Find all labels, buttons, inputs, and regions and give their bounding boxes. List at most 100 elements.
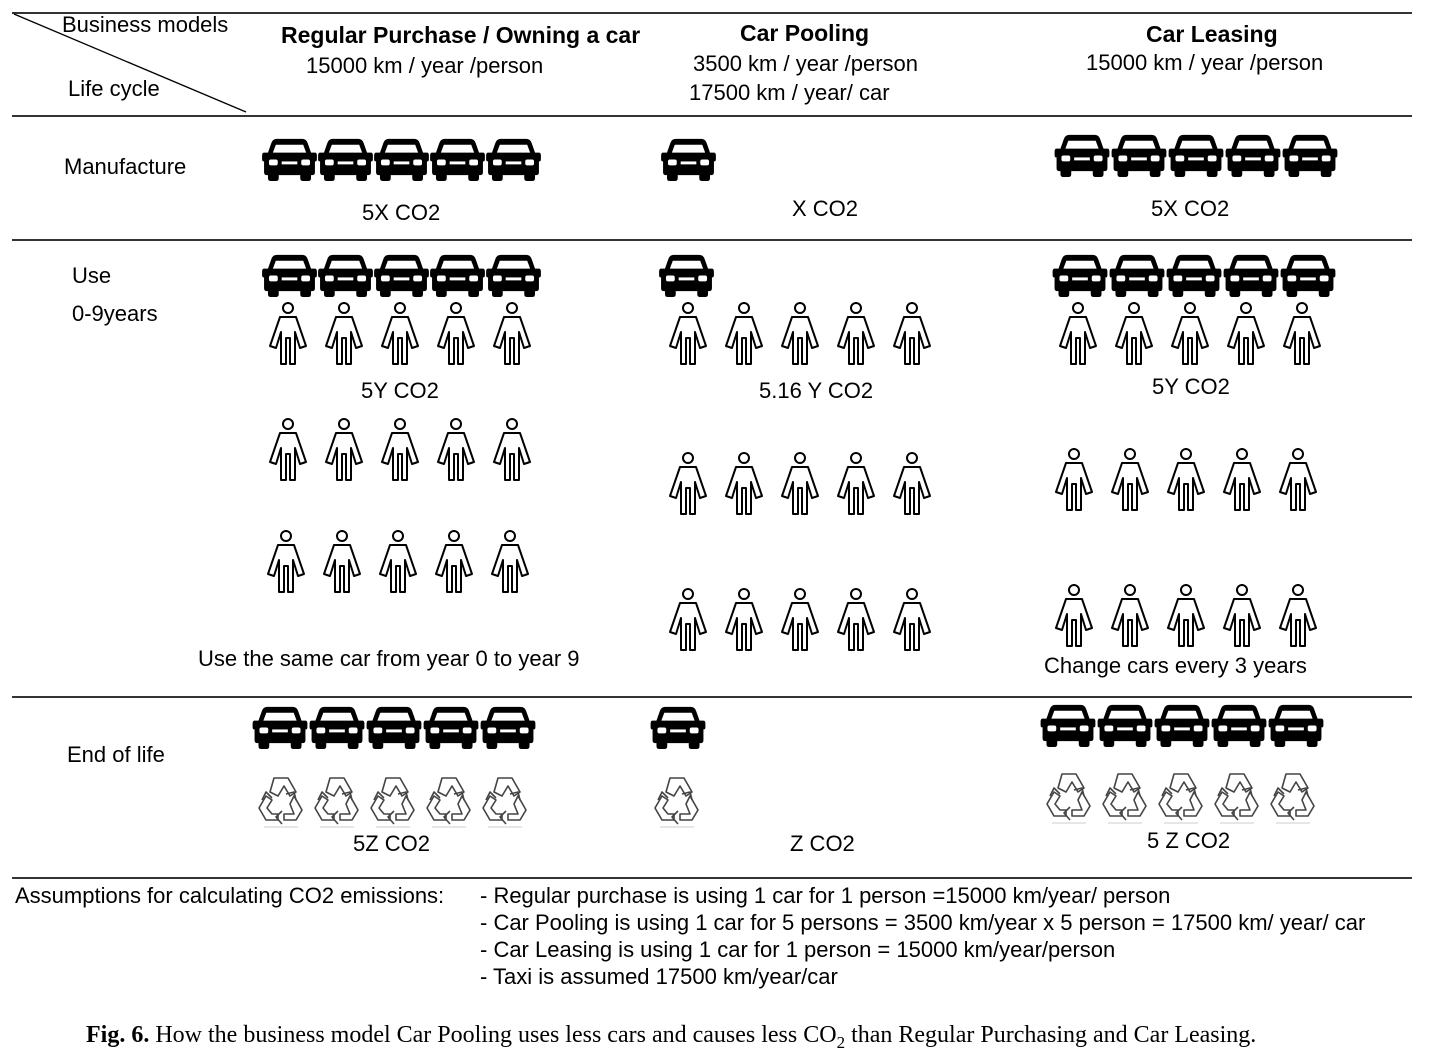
- corner-business-models: Business models: [62, 12, 229, 37]
- car-icon: [1223, 252, 1279, 297]
- car-icon: [374, 136, 429, 181]
- car-icon: [262, 252, 317, 297]
- use-rule: [12, 696, 1412, 698]
- car-icon: [1168, 132, 1224, 177]
- person-icon: [1166, 584, 1206, 648]
- person-icon: [434, 530, 474, 594]
- person-icon: [378, 530, 418, 594]
- use-people-pooling-3: [668, 588, 932, 652]
- person-icon: [1166, 448, 1206, 512]
- person-icon: [668, 452, 708, 516]
- end-value-pooling: Z CO2: [790, 831, 855, 856]
- car-icon: [1166, 252, 1222, 297]
- use-people-regular-3: [266, 530, 530, 594]
- person-icon: [436, 302, 476, 366]
- use-people-regular-2: [268, 418, 532, 482]
- car-icon: [262, 136, 317, 181]
- use-people-leasing-1: [1058, 302, 1322, 366]
- recycle-icon: [256, 772, 306, 828]
- manufacture-value-regular: 5X CO2: [362, 200, 441, 225]
- car-icon: [1211, 702, 1267, 747]
- person-icon: [1226, 302, 1266, 366]
- corner-diagonal: [13, 13, 247, 113]
- car-icon: [1154, 702, 1210, 747]
- car-icon: [658, 252, 715, 297]
- person-icon: [322, 530, 362, 594]
- person-icon: [1110, 448, 1150, 512]
- figure-caption-text: How the business model Car Pooling uses …: [155, 1022, 837, 1048]
- use-people-pooling-2: [668, 452, 932, 516]
- person-icon: [836, 302, 876, 366]
- car-icon: [318, 136, 373, 181]
- col-sub-regular: 15000 km / year /person: [306, 53, 544, 78]
- row-sublabel-use: 0-9years: [72, 301, 158, 326]
- person-icon: [836, 452, 876, 516]
- end-recycle-pooling: [652, 772, 702, 828]
- car-icon: [309, 704, 365, 749]
- person-icon: [1170, 302, 1210, 366]
- use-people-leasing-2: [1054, 448, 1318, 512]
- recycle-icon: [424, 772, 474, 828]
- car-icon: [650, 704, 706, 749]
- end-cars-regular: [252, 704, 536, 749]
- use-people-pooling-1: [668, 302, 932, 366]
- person-icon: [724, 452, 764, 516]
- person-icon: [1058, 302, 1098, 366]
- row-label-use: Use: [72, 263, 112, 288]
- person-icon: [836, 588, 876, 652]
- person-icon: [266, 530, 306, 594]
- manufacture-cars-leasing: [1054, 132, 1338, 177]
- recycle-icon: [1212, 768, 1262, 824]
- person-icon: [1278, 584, 1318, 648]
- person-icon: [268, 418, 308, 482]
- use-value-regular: 5Y CO2: [361, 378, 439, 403]
- person-icon: [324, 302, 364, 366]
- car-icon: [1052, 252, 1108, 297]
- car-icon: [1040, 702, 1096, 747]
- row-label-manufacture: Manufacture: [64, 154, 187, 179]
- col-sub-leasing: 15000 km / year /person: [1086, 50, 1324, 75]
- person-icon: [668, 588, 708, 652]
- person-icon: [724, 588, 764, 652]
- col-title-leasing: Car Leasing: [1146, 21, 1278, 47]
- car-icon: [1054, 132, 1110, 177]
- use-note-regular: Use the same car from year 0 to year 9: [198, 646, 580, 671]
- person-icon: [1054, 448, 1094, 512]
- person-icon: [1054, 584, 1094, 648]
- car-icon: [318, 252, 373, 297]
- car-icon: [660, 136, 717, 181]
- person-icon: [324, 418, 364, 482]
- assumption-item: - Car Leasing is using 1 car for 1 perso…: [480, 937, 1116, 962]
- car-icon: [374, 252, 429, 297]
- car-icon: [1109, 252, 1165, 297]
- end-value-regular: 5Z CO2: [353, 831, 431, 856]
- car-icon: [1225, 132, 1281, 177]
- car-icon: [252, 704, 308, 749]
- person-icon: [780, 452, 820, 516]
- col-title-regular: Regular Purchase / Owning a car: [281, 22, 641, 48]
- car-icon: [430, 252, 485, 297]
- use-value-leasing: 5Y CO2: [1152, 374, 1230, 399]
- recycle-icon: [312, 772, 362, 828]
- car-icon: [1280, 252, 1336, 297]
- use-value-pooling: 5.16 Y CO2: [759, 378, 874, 403]
- person-icon: [1282, 302, 1322, 366]
- person-icon: [892, 452, 932, 516]
- car-icon: [430, 136, 485, 181]
- recycle-icon: [1100, 768, 1150, 824]
- use-cars-regular: [262, 252, 541, 297]
- person-icon: [268, 302, 308, 366]
- end-cars-leasing: [1040, 702, 1324, 747]
- figure-caption: Fig. 6. How the business model Car Pooli…: [86, 1022, 1256, 1053]
- figure-caption-subscript: 2: [836, 1032, 846, 1052]
- recycle-icon: [368, 772, 418, 828]
- person-icon: [892, 302, 932, 366]
- manufacture-cars-pooling: [660, 136, 717, 181]
- person-icon: [1278, 448, 1318, 512]
- person-icon: [1114, 302, 1154, 366]
- end-cars-pooling: [650, 704, 706, 749]
- figure-caption-text-end: than Regular Purchasing and Car Leasing.: [845, 1022, 1257, 1048]
- use-people-regular-1: [268, 302, 532, 366]
- col-sub-pooling-2: 17500 km / year/ car: [689, 80, 890, 105]
- car-icon: [1282, 132, 1338, 177]
